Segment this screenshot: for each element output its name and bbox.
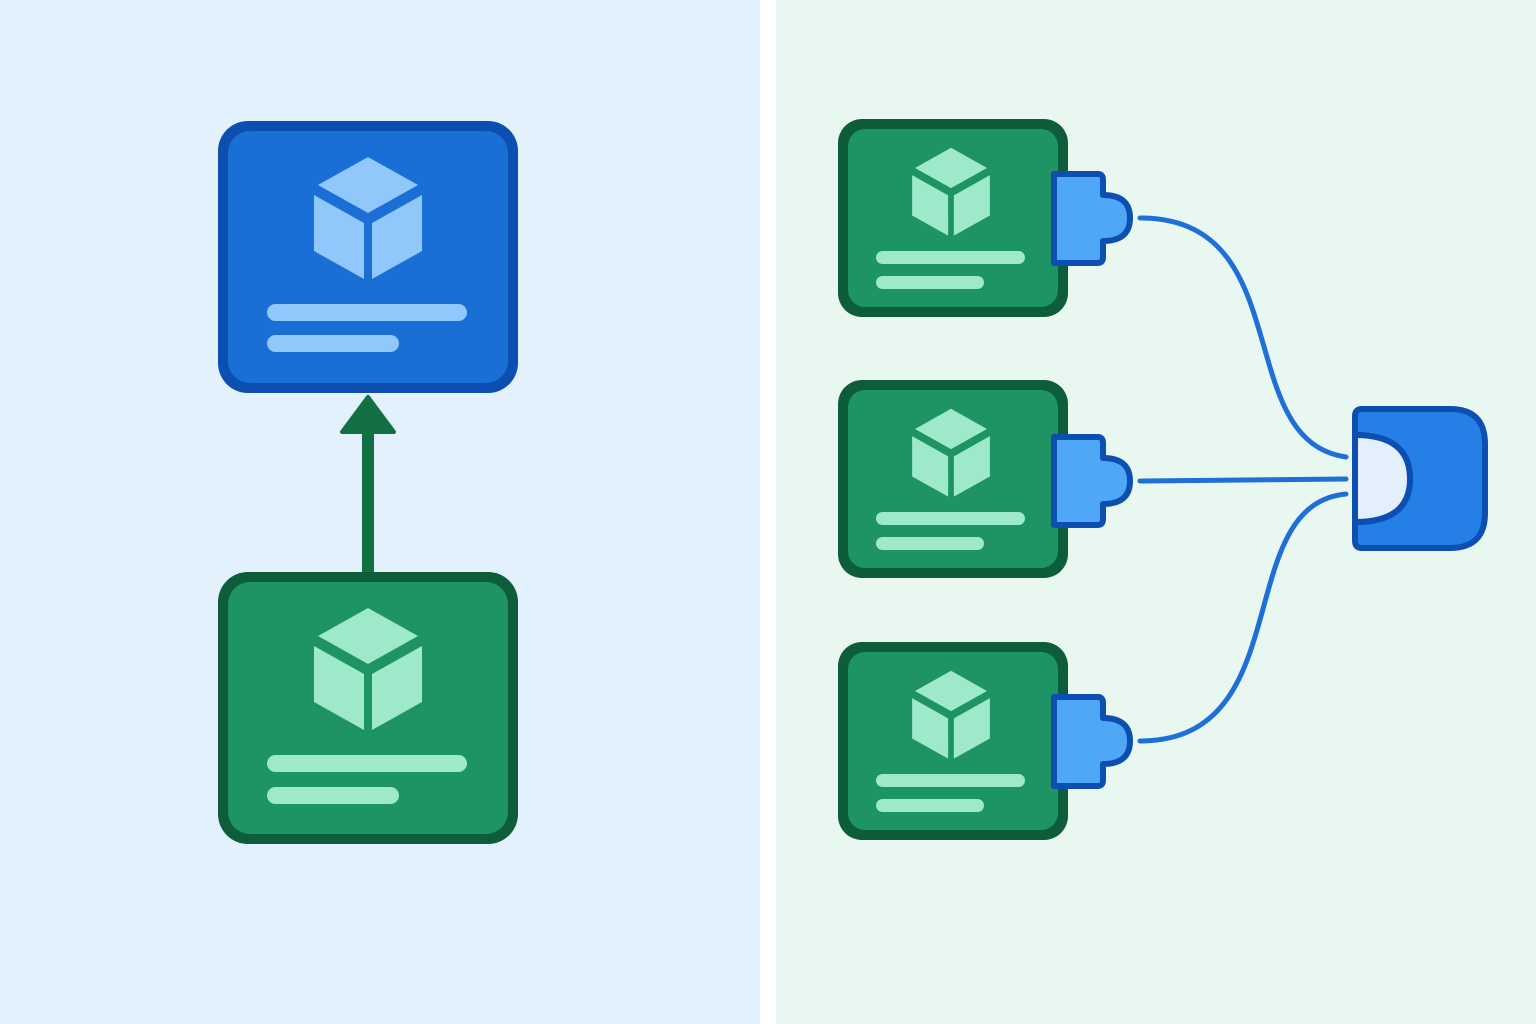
text-line-placeholder [267, 335, 399, 352]
text-line-placeholder [876, 251, 1025, 264]
text-line-placeholder [876, 799, 984, 812]
puzzle-connector-icon [1051, 171, 1133, 266]
cube-icon [912, 670, 990, 759]
text-line-placeholder [267, 304, 467, 321]
puzzle-connector-icon [1051, 434, 1133, 528]
child-block [218, 572, 518, 844]
text-line-placeholder [267, 787, 399, 804]
cube-icon [912, 147, 990, 236]
cube-icon [912, 408, 990, 497]
socket-icon [1352, 406, 1488, 551]
puzzle-connector-icon [1051, 694, 1133, 789]
cube-icon [314, 608, 422, 730]
inheritance-arrow [340, 395, 396, 574]
wire-bottom [1137, 491, 1349, 744]
text-line-placeholder [876, 276, 984, 289]
wires [1137, 215, 1349, 744]
text-line-placeholder [876, 512, 1025, 525]
wire-middle [1137, 476, 1349, 484]
text-line-placeholder [267, 755, 467, 772]
component-block-3 [838, 642, 1133, 840]
socket-mouth [1352, 432, 1413, 525]
parent-block [218, 121, 518, 393]
text-line-placeholder [876, 537, 984, 550]
wire-top [1137, 215, 1349, 460]
component-block-2 [838, 380, 1133, 578]
panel-divider [760, 0, 776, 1024]
cube-icon [314, 157, 422, 279]
text-line-placeholder [876, 774, 1025, 787]
component-block-1 [838, 119, 1133, 317]
